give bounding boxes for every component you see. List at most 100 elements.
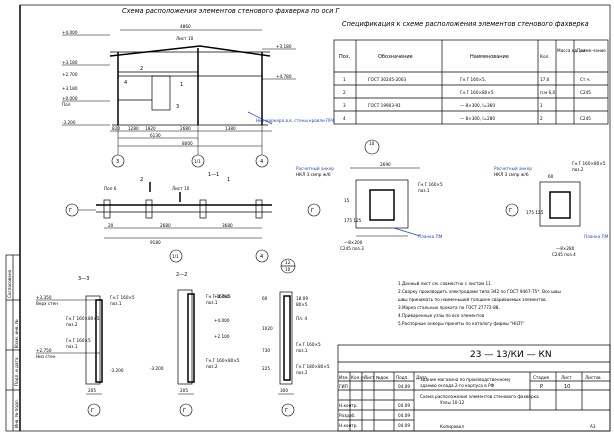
- s33-el-top: +3.350: [36, 295, 52, 300]
- svg-text:Г: Г: [183, 408, 186, 414]
- node11-dim-top: 60: [548, 174, 554, 179]
- title-block: 23 — 13/КИ — КN Изм. Кол.уч Лист №док По…: [337, 344, 611, 432]
- node10-pl-b: С245 поз.3: [340, 246, 364, 251]
- node11-plate: [539, 181, 581, 227]
- node10-dim-top: 2690: [380, 162, 391, 167]
- stamp-h-doc: №док: [376, 375, 389, 380]
- s11-mark-1: 1: [227, 177, 230, 183]
- node12-dim-v4: 225: [262, 366, 270, 371]
- scheme-elev-top: +4.000: [62, 30, 78, 35]
- node11-right-lbl: Планка ПМ: [584, 234, 609, 239]
- s11-dim-1: 20: [108, 223, 114, 228]
- stamp-date-1: 04.09: [398, 384, 410, 389]
- scheme-mark-3: 3: [176, 104, 179, 110]
- s33-axis: [87, 403, 101, 417]
- spec-table: Спецификация к схеме расположения элемен…: [333, 20, 609, 125]
- stamp-role-3: Н.контр.: [339, 403, 358, 408]
- spec-cell-doc: ГОСТ 19903-91: [368, 103, 401, 108]
- svg-text:1/1: 1/1: [194, 159, 201, 164]
- scheme-dim-total: 8000: [182, 141, 193, 146]
- svg-text:Г: Г: [509, 208, 512, 214]
- stamp-name2b: Узлы 10-12: [440, 400, 465, 405]
- spec-h-qty: Кол.: [540, 54, 550, 59]
- spec-title: Спецификация к схеме расположения элемен…: [342, 20, 589, 28]
- node-12: 12 10 60 1020 730 225 18.09 80×5 Пл. 4 Г…: [262, 258, 330, 417]
- stamp-h-date: Дата: [416, 375, 427, 380]
- note-line: 4.Приваренные узлы по все элементов: [398, 313, 485, 318]
- node10-plate: [355, 179, 409, 229]
- s11-dim-3: 3680: [222, 223, 233, 228]
- scheme-view: Схема расположения элементов стенового ф…: [62, 7, 341, 168]
- s22-call-a: Гн.Г 160×5: [206, 294, 231, 299]
- stamp-col-sheet: Лист: [561, 375, 572, 380]
- scheme-elev-l2: +3.180: [62, 60, 78, 65]
- node10-title1: Расчетный анкер: [296, 166, 334, 171]
- s11-mark-2: 2: [140, 177, 143, 183]
- scheme-dim-1: 820: [112, 126, 120, 131]
- s11-lbl-right: Лист 10: [172, 186, 190, 191]
- note-line: 1.Данный лист см. совместно с листом 11: [398, 281, 491, 286]
- s22-call-b: поз.1: [206, 300, 218, 305]
- spec-cell-doc: ГОСТ 30245-2003: [368, 77, 406, 82]
- s33-el-bot: +2.750: [36, 348, 52, 353]
- s22-el-d: -3.200: [150, 366, 164, 371]
- svg-text:4: 4: [260, 254, 263, 260]
- stamp-h-sign: Подп.: [396, 375, 409, 380]
- node10-title2: НКЛ 3 смпр ж/б: [296, 172, 331, 177]
- scheme-axis-3: [111, 154, 125, 168]
- node11-pl-b: С245 поз.4: [552, 252, 576, 257]
- scheme-dim-2: 1280: [128, 126, 139, 131]
- s33-call-f: поз.1: [66, 344, 78, 349]
- note-line: 5.Распорные анкеры приняты по каталогу ф…: [398, 321, 524, 326]
- node10-axis: [307, 203, 321, 217]
- side-label-sign: Подп. и дата: [14, 357, 19, 386]
- s22-call-c: Гн.Г 160×80×5: [206, 358, 240, 363]
- spec-h-doc: Обозначение: [378, 54, 413, 60]
- node11-title1: Расчетный анкер: [494, 166, 532, 171]
- svg-text:3: 3: [116, 159, 119, 165]
- node11-call-b: поз.2: [572, 167, 584, 172]
- s33-el-top-b: Верх стен: [36, 301, 58, 306]
- spec-h-mass: Масса ед., кг: [557, 48, 586, 53]
- node12-call-a: 18.09: [296, 296, 308, 301]
- notes-block: 1.Данный лист см. совместно с листом 112…: [398, 281, 561, 326]
- node12-dim-v2: 1020: [262, 326, 273, 331]
- stamp-format: А3: [590, 424, 596, 429]
- section-3-3: 3—3 +3.350 Верх стен +2.750 Низ стен Гн.…: [36, 276, 135, 417]
- stamp-h-kol: Кол.уч: [351, 375, 366, 380]
- stamp-date-2: 04.09: [398, 403, 410, 408]
- scheme-elev-l4b: Пол: [62, 102, 71, 107]
- scheme-dim-3: 1820: [145, 126, 156, 131]
- side-stamp: Согласовано Подп. и дата Взам. инв. № Ин…: [5, 254, 21, 432]
- s11-axis-4: [255, 249, 269, 263]
- svg-text:12: 12: [285, 260, 291, 265]
- node11-side: 175 125: [526, 210, 544, 215]
- scheme-mark-4: 4: [124, 80, 127, 86]
- scheme-elev-l3b: +3.180: [62, 86, 78, 91]
- scheme-elev-r2: +4.780: [276, 74, 292, 79]
- node10-callout: [364, 139, 380, 155]
- scheme-roof: [109, 45, 271, 57]
- spec-cell-note: С245: [580, 90, 591, 95]
- spec-cell-name: Гн.Г 160×5,: [460, 77, 486, 82]
- s11-dim-2: 2680: [160, 223, 171, 228]
- scheme-mark-2: 2: [140, 66, 143, 72]
- stamp-date-3: 04.09: [398, 413, 410, 418]
- s33-dim: 205: [88, 388, 96, 393]
- stamp-copied: Копировал: [440, 424, 464, 429]
- node11-axis: [505, 203, 519, 217]
- s11-dim-total: 9180: [150, 240, 161, 245]
- stamp-col-sheets: Листов: [585, 375, 601, 380]
- scheme-mark-1: 1: [180, 82, 183, 88]
- s33-call-d: поз.2: [66, 322, 78, 327]
- spec-cell-qty: п.м 6,0: [540, 90, 556, 95]
- s33-call-c: Гн.Г 160×80×5: [66, 316, 100, 321]
- scheme-elev-l4: +0.000: [62, 96, 78, 101]
- section-1-1: 1—1 Пол 6 Лист 10 2 1 20 2680 3680 9180 …: [65, 172, 272, 263]
- svg-text:10: 10: [285, 267, 291, 272]
- node11-title2: НКЛ 3 смпр ж/б: [494, 172, 529, 177]
- s33-el-bot-b: Низ стен: [36, 354, 56, 359]
- svg-text:Г: Г: [91, 408, 94, 414]
- spec-cell-name: Гн.Г 160×80×5: [460, 90, 494, 95]
- spec-cell-qty: 1: [540, 103, 543, 108]
